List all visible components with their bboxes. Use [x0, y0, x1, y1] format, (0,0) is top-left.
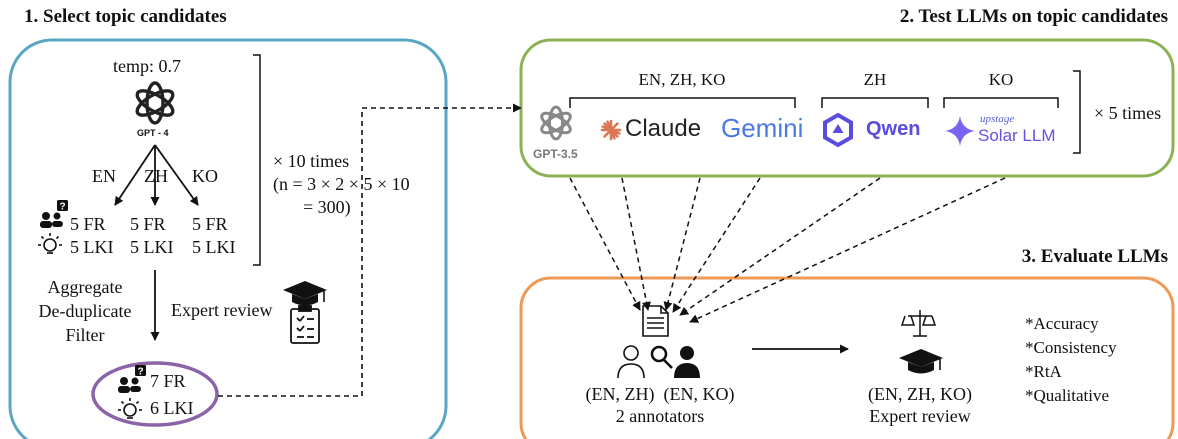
solar-wordmark: Solar LLM [978, 126, 1056, 145]
result-lightbulb-icon [118, 398, 142, 419]
criterion-qualitative: *Qualitative [1025, 386, 1110, 405]
expert-cap-icon [899, 349, 943, 374]
gemini-wordmark: Gemini [721, 113, 804, 143]
gpt35-logo-icon [540, 105, 572, 141]
ko-lki-count: 5 LKI [192, 237, 236, 257]
document-icon [642, 305, 669, 337]
result-person-question-icon: ? [118, 365, 146, 393]
lang-ko-label: KO [192, 166, 218, 186]
result-to-test-connector [218, 103, 522, 397]
annotator-outline-icon [617, 345, 645, 379]
upstage-wordmark: upstage [980, 113, 1015, 125]
svg-text:?: ? [59, 202, 65, 213]
formula-line-1: (n = 3 × 2 × 5 × 10 [273, 174, 410, 194]
gpt4-logo-icon [135, 81, 175, 125]
select-panel [8, 38, 448, 439]
process-step-aggregate: Aggregate [47, 277, 123, 297]
solar-logo-icon [945, 116, 975, 146]
qwen-wordmark: Qwen [866, 118, 921, 140]
group-label-ko: KO [988, 70, 1014, 89]
result-oval [91, 361, 219, 427]
annotators-label: 2 annotators [615, 406, 705, 426]
section-title-test: 2. Test LLMs on topic candidates [899, 6, 1168, 27]
en-lki-count: 5 LKI [70, 237, 114, 257]
section-title-evaluate: 3. Evaluate LLMs [1021, 246, 1168, 267]
group-bracket-all [569, 97, 796, 108]
svg-text:?: ? [137, 367, 143, 378]
group-label-zh: ZH [863, 70, 887, 89]
qwen-logo-icon [823, 112, 853, 148]
lang-en-label: EN [92, 166, 116, 186]
criterion-rta: *RtA [1025, 362, 1062, 381]
person-question-icon: ? [40, 200, 68, 228]
gpt4-label: GPT - 4 [137, 128, 169, 138]
ko-fr-count: 5 FR [192, 214, 228, 234]
criterion-accuracy: *Accuracy [1025, 314, 1099, 333]
group-bracket-zh [821, 97, 929, 108]
en-fr-count: 5 FR [70, 214, 106, 234]
evaluate-expert-review-label: Expert review [869, 406, 971, 426]
lightbulb-icon [38, 233, 62, 254]
process-step-deduplicate: De-duplicate [38, 301, 132, 321]
result-lki-count: 6 LKI [150, 398, 194, 418]
formula-line-2: = 300) [303, 197, 351, 217]
evaluate-panel [519, 276, 1175, 439]
magnifier-icon [650, 345, 673, 369]
section-title-select: 1. Select topic candidates [24, 6, 227, 27]
claude-logo-icon [600, 119, 622, 141]
repeat-brace-test [1073, 70, 1081, 154]
annotator-langs: (EN, ZH) (EN, KO) [585, 384, 735, 404]
criterion-consistency: *Consistency [1025, 338, 1117, 357]
test-panel [519, 38, 1175, 178]
temperature-label: temp: 0.7 [113, 56, 181, 76]
annotator-filled-icon [674, 346, 700, 378]
clipboard-icon [290, 305, 320, 344]
group-bracket-ko [943, 97, 1059, 108]
repeat-10-label: × 10 times [273, 151, 350, 171]
repeat-brace-select [253, 54, 261, 266]
zh-lki-count: 5 LKI [130, 237, 174, 257]
claude-wordmark: Claude [625, 115, 702, 142]
select-expert-review-label: Expert review [171, 300, 273, 320]
model-to-evaluate-arrows [569, 177, 1006, 323]
gpt35-label: GPT-3.5 [533, 147, 578, 161]
graduation-cap-icon [283, 281, 327, 306]
language-branch-arrows [114, 144, 199, 206]
lang-zh-label: ZH [144, 166, 168, 186]
zh-fr-count: 5 FR [130, 214, 166, 234]
process-step-filter: Filter [65, 325, 105, 345]
expert-langs: (EN, ZH, KO) [868, 384, 972, 404]
repeat-5-label: × 5 times [1094, 103, 1162, 123]
result-fr-count: 7 FR [150, 371, 186, 391]
group-label-all: EN, ZH, KO [638, 70, 726, 89]
scales-icon [900, 310, 937, 337]
